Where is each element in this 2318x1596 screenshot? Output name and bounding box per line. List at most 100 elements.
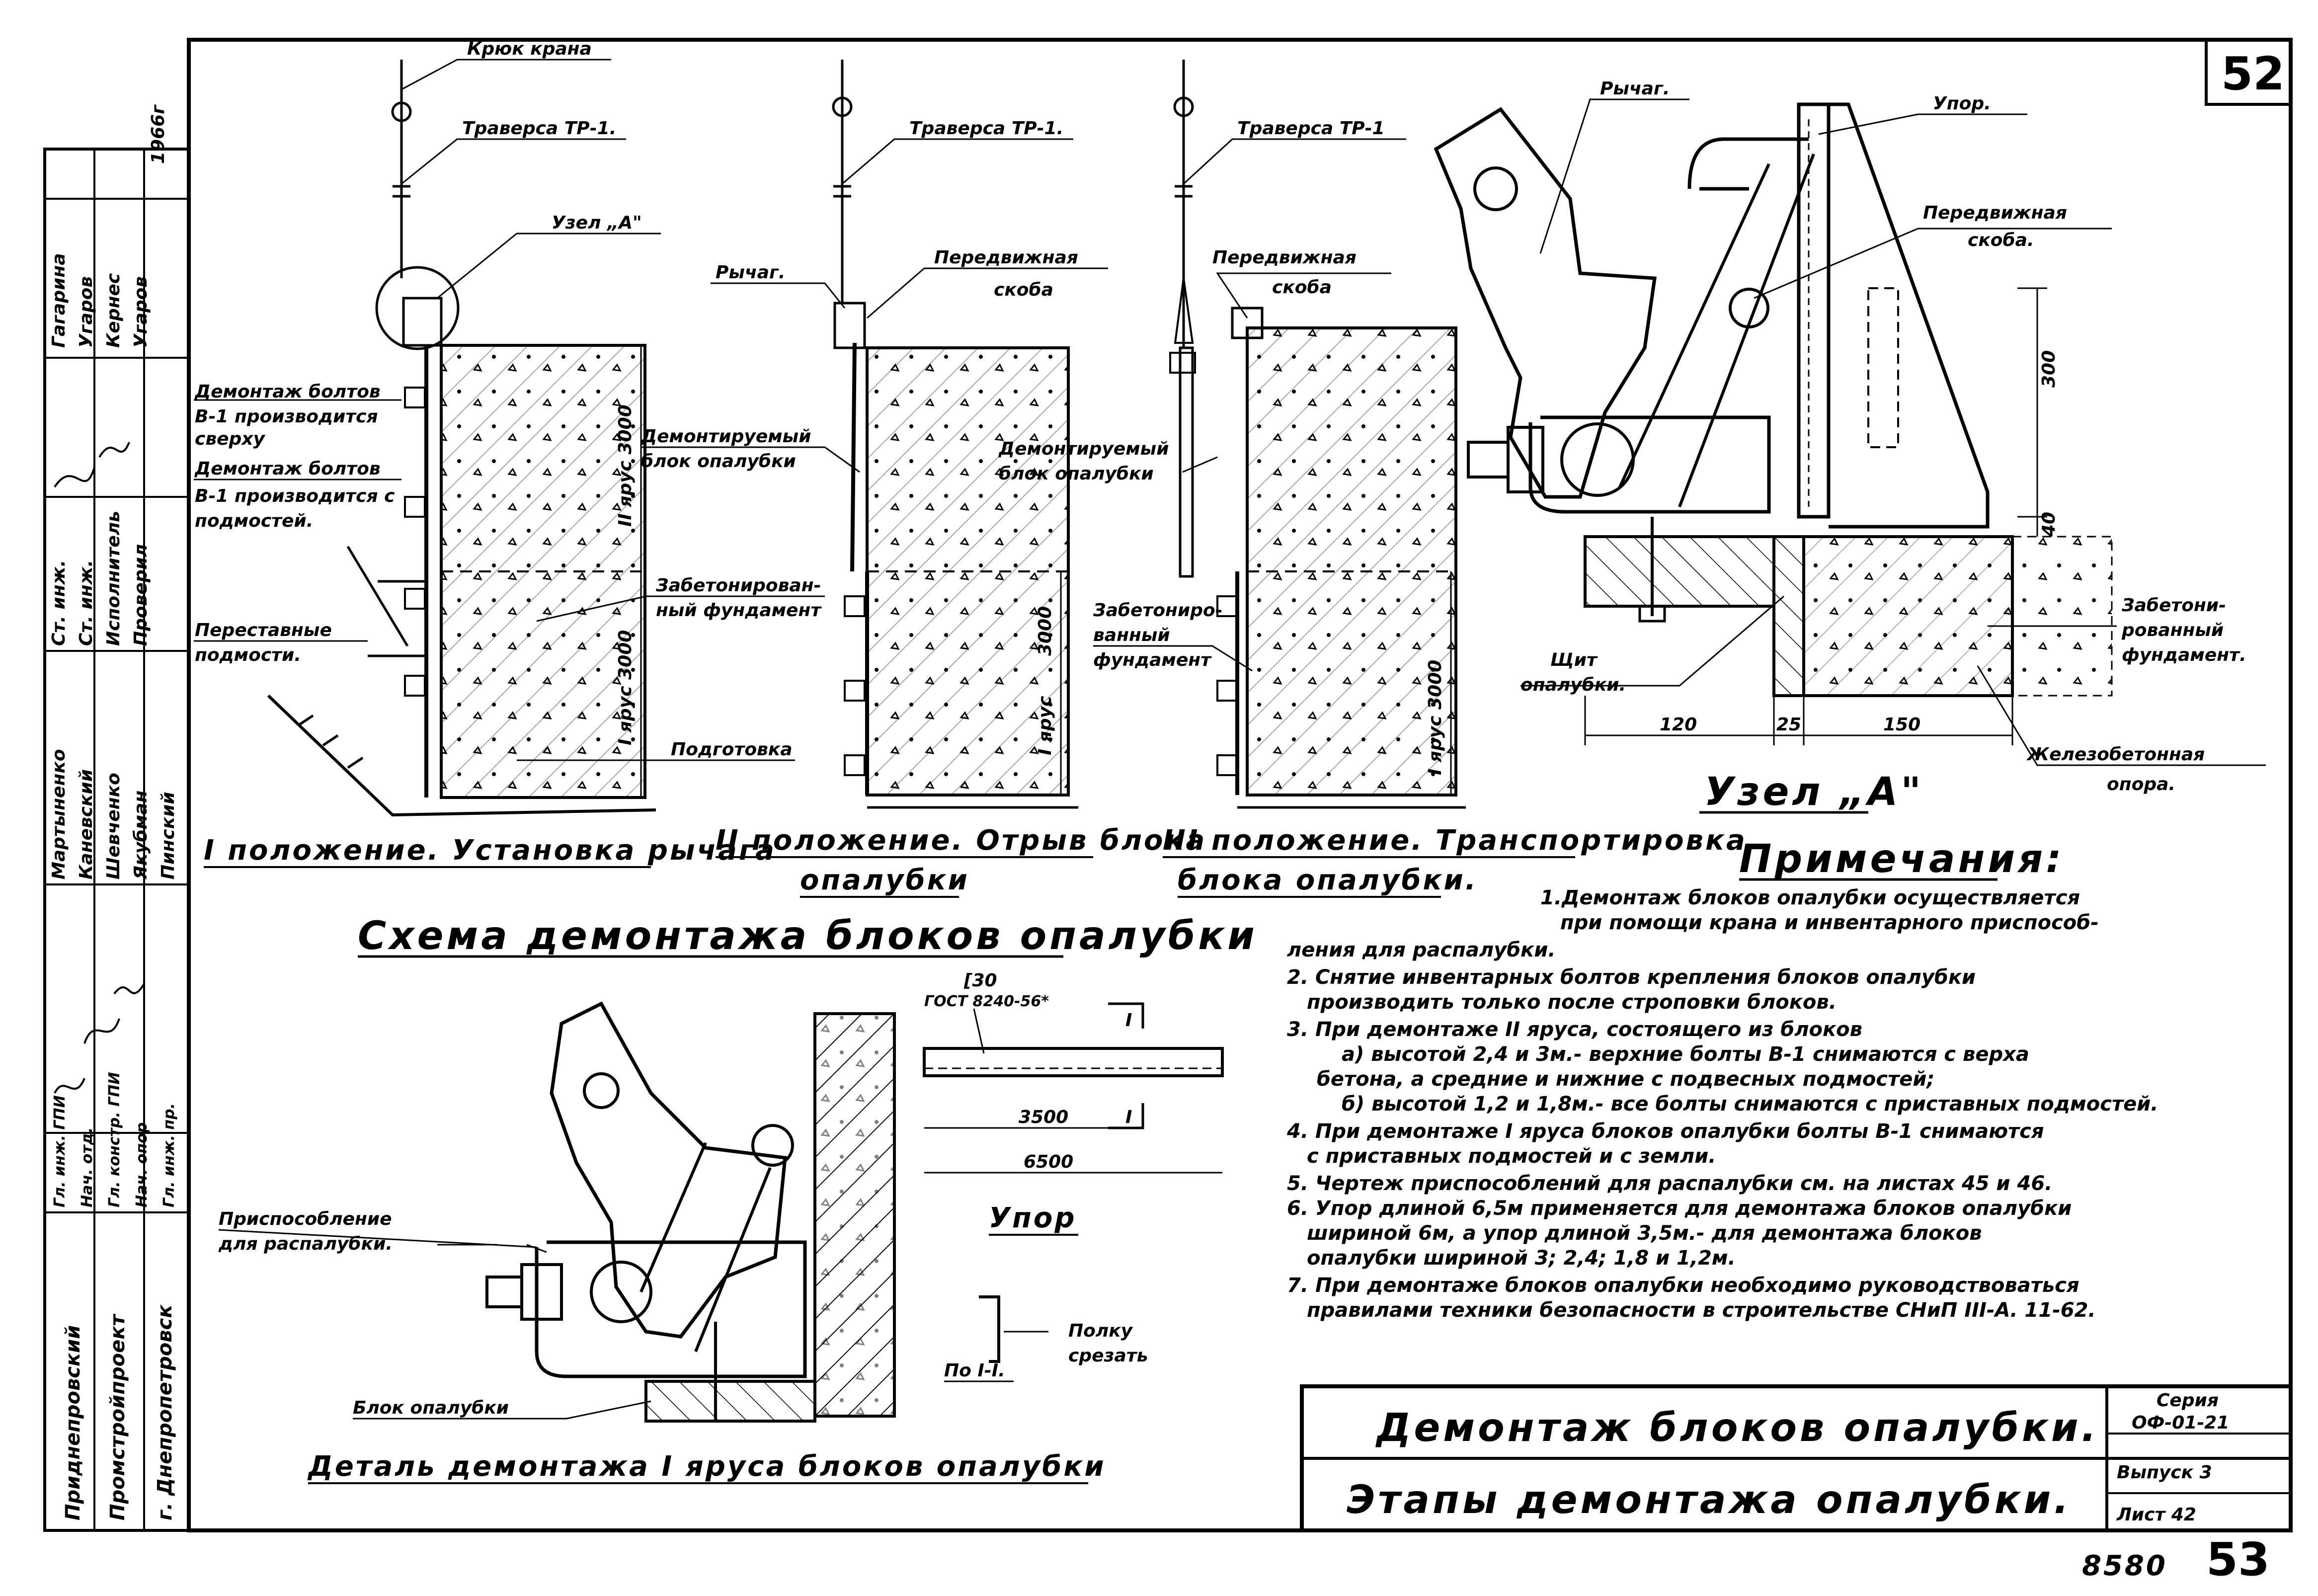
detail-formwork-block bbox=[644, 1380, 816, 1423]
stop-title: Упор bbox=[989, 1202, 1076, 1234]
fig1-label-hook: Крюк крана bbox=[467, 39, 592, 59]
fig1-label-bolts-scaf-1: Демонтаж болтов bbox=[194, 459, 381, 479]
lever-shape bbox=[1434, 107, 1657, 499]
fig2-label-block-2: блок опалубки bbox=[641, 451, 796, 472]
fig3-caption-2: блока опалубки. bbox=[1178, 864, 1478, 896]
title-block: Демонтаж блоков опалубки. Этапы демонтаж… bbox=[1300, 1384, 2293, 1532]
fig3-caption-1: III положение. Транспортировка bbox=[1163, 824, 1747, 857]
note-line-3: ления для распалубки. bbox=[1287, 939, 1556, 961]
fig1-label-node: Узел „А" bbox=[552, 213, 642, 233]
fig3-label-found-1: Забетониро- bbox=[1093, 600, 1223, 621]
note-line-17: правилами техники безопасности в строите… bbox=[1307, 1299, 2096, 1322]
fig2-label-clamp-1: Передвижная bbox=[934, 247, 1078, 268]
stamp-org1: Приднепровский bbox=[62, 1325, 84, 1520]
stamp-role-5: Гл. инж. пр. bbox=[160, 1103, 178, 1207]
ground-line bbox=[267, 694, 656, 817]
fig3-label-found-3: фундамент bbox=[1093, 650, 1212, 670]
node-label-shield-2: опалубки. bbox=[1520, 675, 1626, 695]
detail-tier1: Приспособление для распалубки. Блок опал… bbox=[218, 1001, 1106, 1484]
fig3-label-clamp-2: скоба bbox=[1272, 277, 1332, 298]
channel-section bbox=[979, 1295, 1000, 1363]
stamp-role-6: Ст. инж. bbox=[49, 560, 69, 646]
note-line-1: 1.Демонтаж блоков опалубки осуществляетс… bbox=[1540, 886, 2080, 909]
node-label-found-3: фундамент. bbox=[2122, 645, 2246, 665]
fig1-label-bolts-scaf-2: В-1 производится с bbox=[195, 486, 395, 506]
node-label-stop: Упор. bbox=[1933, 93, 1991, 114]
detail-label-device-2: для распалубки. bbox=[218, 1234, 393, 1254]
note-line-5: производить только после строповки блоко… bbox=[1307, 991, 1837, 1014]
note-line-12: 5. Чертеж приспособлений для распалубки … bbox=[1287, 1172, 2052, 1195]
node-label-lever: Рычаг. bbox=[1600, 79, 1670, 99]
detail-caption: Деталь демонтажа I яруса блоков опалубки bbox=[307, 1450, 1106, 1483]
fig2-label-block-dup2: блок опалубки bbox=[999, 464, 1154, 484]
fig2-label-traverse: Траверса ТР-1. bbox=[909, 118, 1063, 139]
stamp-name-6: Гагарина bbox=[49, 253, 69, 348]
stamp-role-1: Гл. инж. ГПИ bbox=[51, 1095, 69, 1207]
wood-board bbox=[1584, 535, 1775, 608]
fig3-label-clamp-1: Передвижная bbox=[1212, 247, 1357, 268]
node-dim-120: 120 bbox=[1660, 715, 1697, 735]
detail-label-device-1: Приспособление bbox=[219, 1209, 392, 1229]
fig2-tier: I ярус bbox=[1035, 696, 1055, 755]
fig1-label-scaffold-1: Переставные bbox=[195, 620, 332, 640]
note-line-14: шириной 6м, а упор длиной 3,5м.- для дем… bbox=[1307, 1222, 1982, 1245]
fig3-label-traverse: Траверса ТР-1 bbox=[1237, 118, 1385, 139]
node-label-found-2: рованный bbox=[2121, 620, 2224, 640]
node-label-clamp-2: скоба. bbox=[1968, 230, 2034, 250]
stamp-role-8: Исполнитель bbox=[103, 511, 124, 646]
stamp-name-2: Каневский bbox=[76, 769, 96, 879]
stamp-role-7: Ст. инж. bbox=[76, 560, 96, 646]
fig1-label-traverse: Траверса ТР-1. bbox=[462, 118, 616, 139]
stop-mark-top: I bbox=[1125, 1010, 1132, 1031]
clamp-bracket bbox=[1528, 415, 1771, 514]
stamp-name-3: Шевченко bbox=[103, 773, 124, 879]
fig2-dim: 3000 bbox=[1035, 606, 1055, 656]
stamp-role-4: Нач. опор bbox=[133, 1122, 151, 1207]
fig1-label-bolts-scaf-3: подмостей. bbox=[195, 511, 313, 531]
fig3-label-found-2: ванный bbox=[1093, 625, 1170, 645]
notes-title: Примечания: bbox=[1739, 837, 2064, 881]
title-sub: Этапы демонтажа опалубки. bbox=[1347, 1478, 2072, 1522]
fig1-tier2-dim: II ярус 3000 bbox=[615, 404, 636, 527]
fig1-label-prep: Подготовка bbox=[671, 739, 793, 760]
stop-profile bbox=[1797, 102, 1990, 529]
stop-mark-bottom: I bbox=[1125, 1107, 1132, 1127]
lifted-panel bbox=[1179, 346, 1194, 578]
note-line-4: 2. Снятие инвентарных болтов крепления б… bbox=[1287, 966, 1976, 989]
title-sheet: Лист 42 bbox=[2116, 1505, 2196, 1525]
node-label-clamp-1: Передвижная bbox=[1923, 203, 2067, 223]
node-label-shield-1: Щит bbox=[1550, 650, 1598, 670]
note-line-7: а) высотой 2,4 и 3м.- верхние болты В-1 … bbox=[1342, 1043, 2029, 1066]
note-line-13: 6. Упор длиной 6,5м применяется для демо… bbox=[1287, 1197, 2072, 1220]
node-label-found-1: Забетони- bbox=[2121, 595, 2226, 616]
fig3-tier: I ярус 3000 bbox=[1425, 660, 1445, 775]
title-issue: Выпуск 3 bbox=[2117, 1462, 2212, 1483]
signature-marks bbox=[54, 442, 145, 1094]
title-series-label: Серия bbox=[2157, 1390, 2219, 1411]
stamp-name-5: Пинский bbox=[158, 792, 178, 879]
note-line-10: 4. При демонтаже I яруса блоков опалубки… bbox=[1286, 1120, 2044, 1143]
stamp-role-3: Гл. констр. ГПИ bbox=[106, 1072, 123, 1207]
fig2-caption-1: II положение. Отрыв блока bbox=[716, 824, 1206, 857]
stop-section: По I-I. bbox=[944, 1360, 1005, 1381]
figure-position-3: I ярус 3000 Траверса ТР-1 Передвижная ск… bbox=[998, 60, 1747, 898]
fig1-label-bolts-top-2: В-1 производится bbox=[195, 406, 378, 427]
stamp-column: 1966г Приднепровский Промстройпроект г. … bbox=[43, 104, 190, 1532]
stamp-name-8: Кернес bbox=[103, 273, 124, 348]
note-line-8: бетона, а средние и нижние с подвесных п… bbox=[1317, 1068, 1934, 1091]
note-line-11: с приставных подмостей и с земли. bbox=[1307, 1145, 1716, 1168]
fig2-label-clamp-2: скоба bbox=[994, 280, 1053, 300]
fig1-label-found-2: ный фундамент bbox=[656, 600, 822, 621]
node-label-support-2: опора. bbox=[2107, 774, 2175, 795]
stop-profile-1: [30 bbox=[963, 970, 997, 991]
note-line-16: 7. При демонтаже блоков опалубки необход… bbox=[1287, 1274, 2079, 1297]
stamp-name-9: Угаров bbox=[131, 276, 151, 348]
note-line-15: опалубки шириной 3; 2,4; 1,8 и 1,2м. bbox=[1307, 1247, 1736, 1270]
stamp-org2: Промстройпроект bbox=[106, 1313, 129, 1520]
fig1-label-scaffold-2: подмости. bbox=[195, 645, 301, 665]
figure-position-2: 3000 I ярус Траверса ТР-1. Рычаг. Передв… bbox=[640, 60, 1206, 898]
bottom-number-left: 8580 bbox=[2082, 1550, 2167, 1582]
stop-dim-6500: 6500 bbox=[1024, 1152, 1073, 1172]
stop-label-cut-1: Полку bbox=[1068, 1321, 1133, 1341]
